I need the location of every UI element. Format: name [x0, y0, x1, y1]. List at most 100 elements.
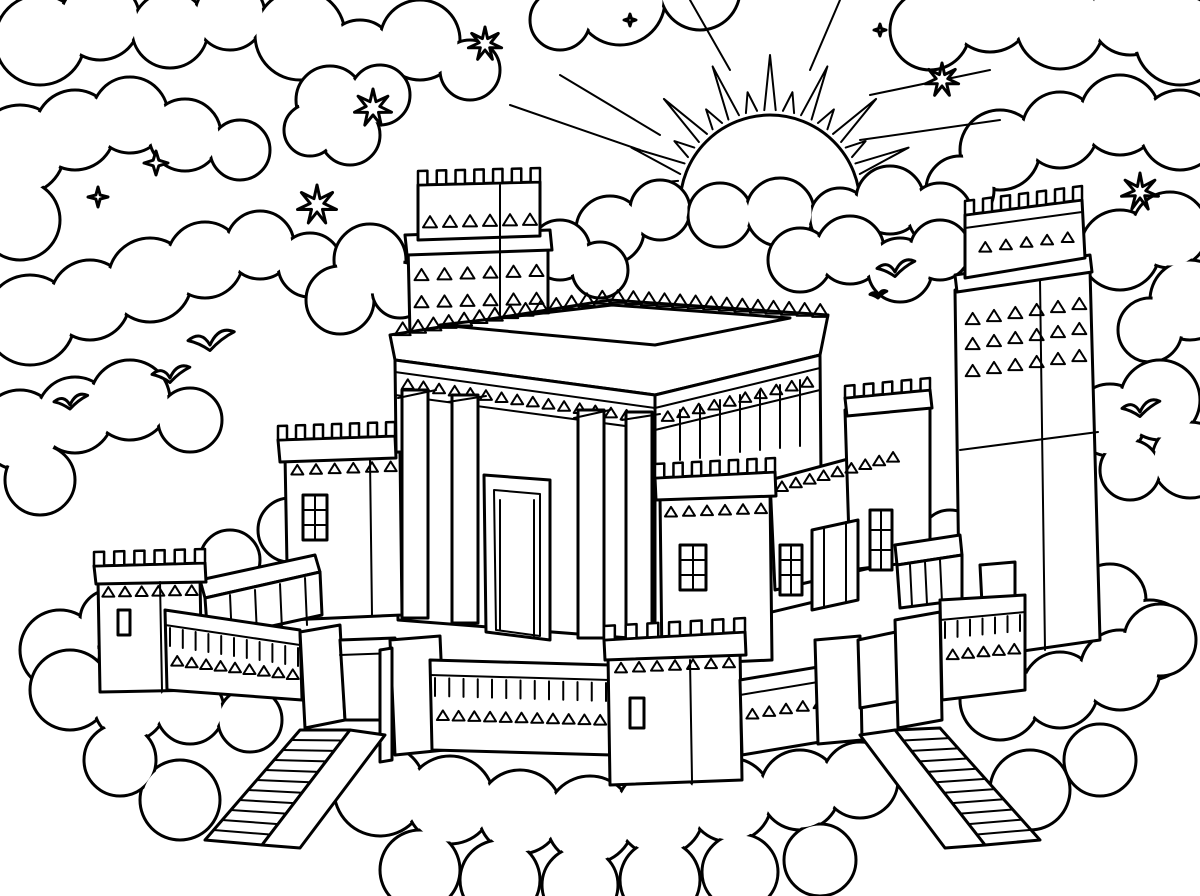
- star: [622, 12, 638, 28]
- bird: [1120, 398, 1162, 418]
- triangle-ornament: [1060, 231, 1075, 243]
- merlon: [667, 620, 682, 638]
- sun-ray-line: [689, 0, 731, 71]
- triangle-ornament: [528, 291, 545, 305]
- stair-tread: [934, 777, 987, 784]
- merlon: [900, 378, 913, 394]
- triangle-ornament: [945, 648, 960, 661]
- triangle-ornament: [455, 311, 474, 327]
- triangle-ornament: [462, 214, 478, 228]
- triangle-ornament: [1050, 324, 1066, 339]
- bird: [52, 392, 90, 411]
- triangle-ornament: [256, 665, 271, 677]
- triangle-ornament: [505, 292, 522, 306]
- sun-ray-line: [859, 119, 1001, 141]
- triangle-ornament: [483, 710, 498, 723]
- left-staircase: [203, 728, 387, 850]
- left-back-tower: [403, 166, 554, 337]
- triangle-ornament: [184, 656, 199, 669]
- star: [86, 185, 110, 209]
- triangle-ornament: [1028, 302, 1045, 317]
- sun-ray: [854, 146, 910, 175]
- hall-side-pilasters: [679, 379, 801, 461]
- front-center-tower: [602, 616, 748, 787]
- triangle-ornament: [991, 644, 1006, 656]
- triangle-ornament: [327, 462, 342, 475]
- triangle-ornament: [1019, 236, 1034, 248]
- triangle-ornament: [800, 376, 815, 388]
- sun-ray: [711, 65, 740, 121]
- triangle-ornament: [525, 395, 540, 408]
- front-right-tower-battlements: [653, 456, 777, 480]
- triangle-ornament: [1007, 305, 1024, 320]
- central-balustrade-ornament: [435, 709, 608, 726]
- triangle-ornament: [671, 293, 690, 309]
- triangle-ornament: [228, 661, 242, 674]
- right-rear-balustrade-ornament: [945, 642, 1022, 661]
- cloud-top-center: [528, 0, 741, 52]
- triangle-ornament: [1071, 321, 1088, 336]
- triangle-ornament: [733, 297, 752, 313]
- triangle-ornament: [442, 214, 458, 228]
- front-right-tower-ornament: [664, 502, 768, 518]
- sun-ray: [781, 91, 796, 115]
- triangle-ornament: [494, 391, 509, 404]
- triangle-ornament: [501, 304, 520, 320]
- triangle-ornament: [168, 584, 182, 597]
- merlon: [711, 617, 725, 636]
- sun-ray-line: [809, 0, 841, 71]
- triangle-ornament: [498, 711, 513, 723]
- triangle-ornament: [199, 658, 214, 670]
- triangle-ornament: [118, 585, 132, 598]
- stair-tread: [918, 757, 969, 763]
- merlon: [366, 421, 379, 439]
- mid-clouds: [304, 164, 974, 336]
- triangle-ornament: [738, 391, 753, 403]
- sun-ray: [630, 146, 686, 175]
- merlon: [153, 548, 166, 566]
- sun-ray: [816, 108, 835, 131]
- sun-ray: [832, 97, 878, 143]
- merlon: [963, 198, 976, 217]
- triangle-ornament: [1028, 354, 1045, 369]
- right-front-balustrade: [738, 593, 1027, 757]
- triangle-ornament: [1007, 357, 1024, 372]
- star: [353, 87, 393, 127]
- right-walkway: [893, 533, 1017, 610]
- triangle-ornament: [424, 316, 443, 332]
- triangle-ornament: [774, 480, 789, 492]
- merlon: [435, 169, 448, 186]
- merlon: [646, 621, 660, 639]
- merlon: [1017, 191, 1030, 210]
- triangle-ornament: [872, 454, 887, 467]
- cloud-right-mid: [1078, 190, 1200, 364]
- cloud-platform-front: [28, 602, 1198, 896]
- merlon: [881, 380, 894, 396]
- triangle-ornament: [271, 666, 286, 679]
- triangle-ornament: [435, 709, 450, 722]
- triangle-ornament: [505, 264, 522, 278]
- triangle-ornament: [436, 267, 453, 281]
- triangle-ornament: [1071, 296, 1088, 311]
- triangle-ornament: [998, 238, 1013, 251]
- triangle-ornament: [101, 586, 116, 598]
- triangle-ornament: [844, 462, 859, 474]
- left-stair-side: [260, 728, 387, 850]
- stair-tread: [212, 829, 271, 836]
- triangle-ornament: [754, 502, 768, 515]
- triangle-ornament: [510, 393, 525, 406]
- triangle-ornament: [1050, 351, 1066, 366]
- sun-ray: [744, 91, 759, 115]
- right-wing-battlements: [774, 376, 932, 492]
- triangle-ornament: [858, 458, 873, 470]
- far-left-tower-battlements: [92, 547, 207, 568]
- triangle-ornament: [986, 360, 1002, 375]
- merlon: [624, 622, 638, 641]
- merlon: [312, 423, 325, 441]
- merlon: [384, 420, 397, 438]
- triangle-ornament: [346, 461, 361, 474]
- triangle-ornament: [432, 382, 447, 395]
- merlon: [348, 421, 361, 439]
- bird: [868, 289, 889, 300]
